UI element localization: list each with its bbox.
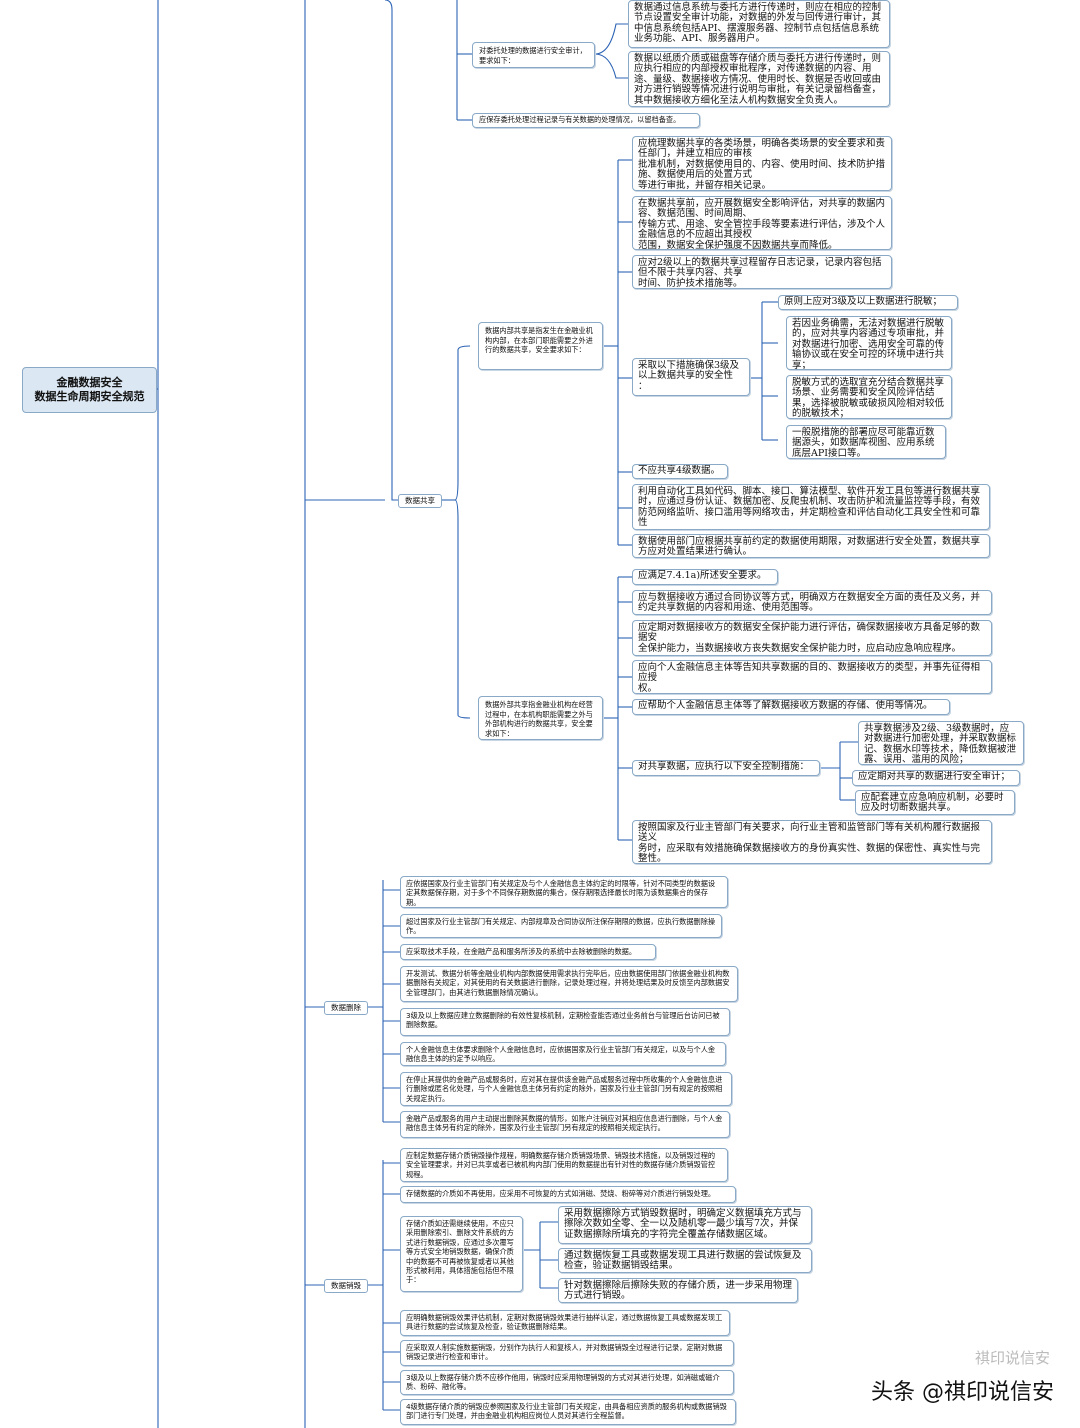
external-share-item[interactable]: 按照国家及行业主管部门有关要求，向行业主管和监管部门等有关机构履行数据报送义 务… xyxy=(632,820,992,864)
destroy-item[interactable]: 3级及以上数据存储介质不应移作他用，销毁时应采用物理销毁的方式对其进行处理，如消… xyxy=(400,1370,734,1395)
delete-item[interactable]: 应依据国家及行业主管部门有关规定及与个人金融信息主体约定的时限等，针对不同类型的… xyxy=(400,876,728,908)
measure-item[interactable]: 若因业务确需，无法对数据进行脱敏的，应对共享内容通过专项审批，并对数据进行加密、… xyxy=(786,316,952,370)
branch-data-share[interactable]: 数据共享 xyxy=(398,494,442,508)
destroy-item[interactable]: 存储数据的介质如不再使用，应采用不可恢复的方式如消磁、焚烧、粉碎等对介质进行销毁… xyxy=(400,1186,736,1203)
internal-share-item[interactable]: 在数据共享前，应开展数据安全影响评估，对共享的数据内容、数据范围、时间周期、 传… xyxy=(632,196,892,250)
internal-share-item[interactable]: 应对2级以上的数据共享过程留存日志记录，记录内容包括但不限于共享内容、共享 时间… xyxy=(632,255,892,289)
external-share-item[interactable]: 应与数据接收方通过合同协议等方式，明确双方在数据安全方面的责任及义务，并约定共享… xyxy=(632,590,992,615)
destroy-reuse-item[interactable]: 通过数据恢复工具或数据发现工具进行数据的尝试恢复及检查，验证数据销毁结果。 xyxy=(558,1248,812,1273)
destroy-reuse-node[interactable]: 存储介质如还需继续使用，不应只采用删除索引、删除文件系统的方式进行数据销毁，应通… xyxy=(400,1216,523,1292)
control-item[interactable]: 应定期对共享的数据进行安全审计； xyxy=(852,770,1020,786)
measure-item[interactable]: 脱敏方式的选取宜充分结合数据共享场景、业务需要和安全风险评估结果，选择被脱敏或破… xyxy=(786,375,952,419)
external-share-node[interactable]: 数据外部共享指金融业机构在经营过程中，在本机构职能需要之外与外部机构进行的数据共… xyxy=(478,696,603,740)
watermark-text: 头条 @祺印说信安 xyxy=(871,1380,1054,1405)
measure-item[interactable]: 一般脱措施的部署应尽可能靠近数据源头，如数据库视图、应用系统底层API接口等。 xyxy=(786,425,946,459)
destroy-item[interactable]: 应明确数据销毁效果评估机制，定期对数据销毁效果进行抽样认定，通过数据恢复工具或数… xyxy=(400,1310,730,1336)
entrust-keep-node[interactable]: 应保存委托处理过程记录与有关数据的处理情况，以留档备查。 xyxy=(472,113,700,128)
destroy-item[interactable]: 应制定数据存储介质销毁操作规程，明确数据存储介质销毁场景、销毁技术措施，以及销毁… xyxy=(400,1148,728,1182)
entrust-audit-item[interactable]: 数据通过信息系统与委托方进行传递时，则应在相应的控制节点设置安全审计功能，对数据… xyxy=(628,0,890,48)
control-item[interactable]: 应配套建立应急响应机制，必要时应及时切断数据共享。 xyxy=(855,790,1015,815)
destroy-reuse-item[interactable]: 针对数据擦除后擦除失败的存储介质，进一步采用物理方式进行销毁。 xyxy=(558,1278,798,1303)
external-control-node[interactable]: 对共享数据，应执行以下安全控制措施： xyxy=(632,760,820,776)
delete-item[interactable]: 个人金融信息主体要求删除个人金融信息时，应依据国家及行业主管部门有关规定，以及与… xyxy=(400,1042,726,1066)
internal-share-item[interactable]: 不应共享4级数据。 xyxy=(632,464,728,479)
internal-share-item[interactable]: 数据使用部门应根据共享前约定的数据使用期限，对数据进行安全处置，数据共享方应对处… xyxy=(632,534,990,558)
internal-share-item[interactable]: 应梳理数据共享的各类场景，明确各类场景的安全要求和责任部门，并建立相应的审核 批… xyxy=(632,136,892,191)
internal-share-item[interactable]: 利用自动化工具如代码、脚本、接口、算法模型、软件开发工具包等进行数据共享时，应通… xyxy=(632,484,990,530)
destroy-item[interactable]: 4级数据存储介质的销毁应参照国家及行业主管部门有关规定，由具备相应资质的服务机构… xyxy=(400,1399,736,1425)
destroy-item[interactable]: 应采取双人制实施数据销毁，分别作为执行人和复核人，并对数据销毁全过程进行记录，定… xyxy=(400,1340,734,1366)
root-subtitle: 数据生命周期安全规范 xyxy=(34,390,145,403)
internal-measures-node[interactable]: 采取以下措施确保3级及以上数据共享的安全性 ： xyxy=(632,358,750,396)
delete-item[interactable]: 在停止其提供的金融产品或服务时，应对其在提供该金融产品或服务过程中所收集的个人金… xyxy=(400,1072,732,1106)
destroy-reuse-item[interactable]: 采用数据擦除方式销毁数据时，明确定义数据填充方式与擦除次数如全零、全一以及随机零… xyxy=(558,1206,812,1244)
entrust-audit-item[interactable]: 数据以纸质介质或磁盘等存储介质与委托方进行传递时，则应执行相应的内部授权审批程序… xyxy=(628,51,890,107)
external-share-item[interactable]: 应满足7.4.1a)所述安全要求。 xyxy=(632,569,778,585)
root-title: 金融数据安全 xyxy=(56,376,123,389)
delete-item[interactable]: 开发测试、数据分析等金融业机构内部数据使用需求执行完毕后，应由数据使用部门依据金… xyxy=(400,966,738,1002)
delete-item[interactable]: 应采取技术手段，在金融产品和服务所涉及的系统中去除被删除的数据。 xyxy=(400,944,656,960)
entrust-audit-node[interactable]: 对委托处理的数据进行安全审计，要求如下： xyxy=(472,42,595,68)
control-item[interactable]: 共享数据涉及2级、3级数据时，应对数据进行加密处理，并采取数据标记、数据水印等技… xyxy=(858,721,1024,765)
external-share-item[interactable]: 应向个人金融信息主体等告知共享数据的目的、数据接收方的类型，并事先征得相应授 权… xyxy=(632,660,992,694)
branch-data-destroy[interactable]: 数据销毁 xyxy=(324,1279,368,1293)
measure-item[interactable]: 原则上应对3级及以上数据进行脱敏； xyxy=(778,295,958,310)
internal-share-node[interactable]: 数据内部共享是指发生在金融业机构内部，在本部门职能需要之外进行的数据共享，安全要… xyxy=(478,322,603,370)
branch-data-delete[interactable]: 数据删除 xyxy=(324,1001,368,1015)
delete-item[interactable]: 3级及以上数据应建立数据删除的有效性复核机制，定期检查能否通过业务前台与管理后台… xyxy=(400,1008,730,1036)
delete-item[interactable]: 金融产品或服务的用户主动提出删除其数据的情形，如账户注销应对其相应信息进行删除，… xyxy=(400,1111,730,1138)
delete-item[interactable]: 超过国家及行业主管部门有关规定、内部规章及合同协议所注保存期限的数据，应执行数据… xyxy=(400,914,722,938)
root-node[interactable]: 金融数据安全 数据生命周期安全规范 xyxy=(22,367,157,413)
external-share-item[interactable]: 应定期对数据接收方的数据安全保护能力进行评估，确保数据接收方具备足够的数据安 全… xyxy=(632,620,992,656)
external-share-item[interactable]: 应帮助个人金融信息主体等了解数据接收方数据的存储、使用等情况。 xyxy=(632,699,950,715)
watermark-faint: 祺印说信安 xyxy=(974,1349,1050,1367)
